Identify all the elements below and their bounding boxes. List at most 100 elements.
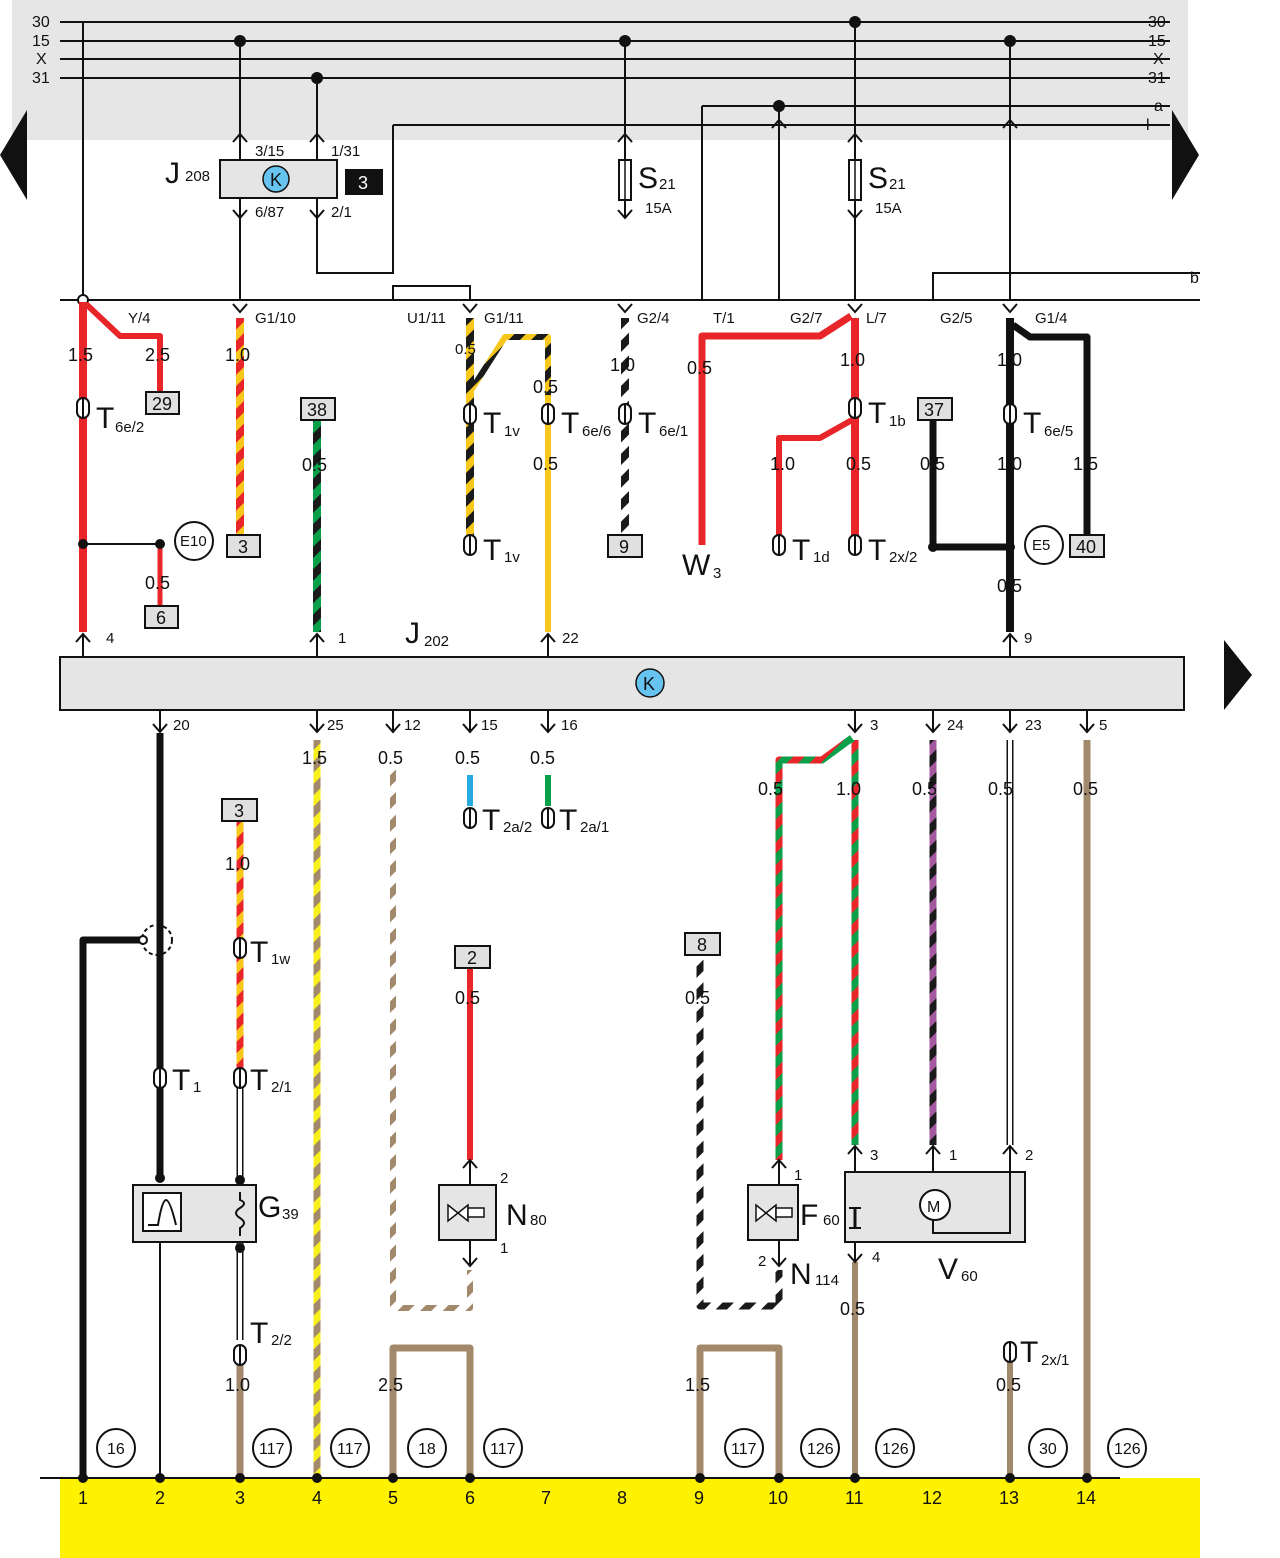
gauge-label: 0.5 (997, 576, 1022, 596)
f60-name: F (800, 1199, 818, 1232)
w3-sub: 3 (713, 565, 721, 582)
conn-sub: 2a/1 (580, 819, 609, 836)
relay-coil-icon (262, 165, 290, 193)
lower-ref-boxes: 3 2 8 (221, 798, 721, 969)
j202-pin-label: 12 (404, 717, 421, 734)
conn-name: T (792, 534, 810, 567)
bus-label-30-left: 30 (32, 14, 50, 31)
upper-ref-boxes: 29 38 37 3 6 9 40 (144, 391, 1105, 629)
j208-pin-2-1: 2/1 (331, 204, 352, 221)
position-label: 13 (999, 1488, 1019, 1508)
ref-box-label: 37 (924, 400, 944, 420)
harness-u1-11: U1/11 (407, 310, 446, 327)
bus-label-x-right: X (1153, 51, 1164, 68)
f60-pin-label: 2 (758, 1253, 766, 1270)
ground-ref-label: 126 (807, 1441, 834, 1458)
conn-name: T (868, 534, 886, 567)
fuse-s21-a: S 21 15A (617, 35, 676, 220)
power-bus-band: 30 15 X 31 30 15 X 31 a l (12, 0, 1188, 140)
conn-name: T (172, 1064, 190, 1097)
gauge-label: 0.5 (533, 377, 558, 397)
j202-pin-label: 3 (870, 717, 878, 734)
gauge-label: 0.5 (302, 455, 327, 475)
harness-g1-4: G1/4 (1035, 310, 1068, 327)
harness-g2-5: G2/5 (940, 310, 973, 327)
ground-ref-label: 117 (337, 1441, 363, 1458)
ground-ref-label: 30 (1039, 1441, 1057, 1458)
position-numbers: 1 2 3 4 5 6 7 8 9 10 11 12 13 14 (78, 1488, 1096, 1508)
gauge-label: 1.0 (225, 345, 250, 365)
s21-b-rating: 15A (875, 200, 902, 217)
gauge-label: 0.5 (996, 1375, 1021, 1395)
j202-pin-label: 24 (947, 717, 964, 734)
switch-e10: E10 (174, 521, 214, 561)
ground-w3: W 3 (682, 549, 721, 582)
conn-name: T (96, 402, 114, 435)
ground-ref-label: 126 (1114, 1441, 1141, 1458)
ref-box-label: 6 (156, 608, 166, 628)
gauge-label: 0.5 (920, 454, 945, 474)
arrow-right-icon[interactable] (1224, 640, 1252, 710)
solenoid-valve-icon (755, 1203, 777, 1223)
gauge-label: 0.5 (455, 748, 480, 768)
v60-name: V (938, 1253, 958, 1286)
bus-label-x-left: X (36, 51, 47, 68)
conn-sub: 1 (193, 1079, 201, 1096)
j202-pin-label: 16 (561, 717, 578, 734)
f60-pin-label: 1 (794, 1167, 802, 1184)
ref-box-label: 3 (234, 801, 244, 821)
j202-pin-label: 4 (106, 630, 114, 647)
motor-icon (919, 1189, 951, 1221)
relay-j208: K 3 J 208 3/15 1/31 6/87 2/1 (165, 35, 394, 300)
bus-label-15-left: 15 (32, 33, 50, 50)
arrow-left-icon[interactable] (0, 110, 27, 200)
gauge-label: 0.5 (533, 454, 558, 474)
arrow-right-icon[interactable] (1172, 110, 1199, 200)
j202-name: J (405, 617, 420, 650)
j202-pin-label: 1 (338, 630, 346, 647)
gauge-label: 0.5 (758, 779, 783, 799)
bus-label-15-right: 15 (1148, 33, 1166, 50)
gauge-label: 0.5 (455, 988, 480, 1008)
gauge-label: 0.5 (912, 779, 937, 799)
ground-ref-label: 117 (259, 1441, 285, 1458)
conn-sub: 6e/6 (582, 423, 611, 440)
harness-l7: L/7 (866, 310, 887, 327)
sensor-g39: G 39 (132, 1173, 299, 1253)
conn-sub: 6e/2 (115, 419, 144, 436)
ground-ref-label: 18 (418, 1441, 436, 1458)
position-label: 12 (922, 1488, 942, 1508)
ref-box-label: 40 (1076, 537, 1096, 557)
conn-name: T (1020, 1336, 1038, 1369)
conn-name: T (250, 1064, 268, 1097)
valve-n114: F 60 N 114 1 2 (747, 1158, 840, 1291)
lambda-sensor-icon (148, 1198, 177, 1226)
ref-box-label: 3 (238, 537, 248, 557)
n114-name: N (790, 1258, 812, 1291)
v60-pin-label: 4 (872, 1249, 880, 1266)
position-label: 10 (768, 1488, 788, 1508)
ref-box-3-black-label: 3 (358, 173, 368, 193)
bus-band-background (12, 0, 1188, 140)
j208-name: J (165, 157, 180, 190)
fuse-s21-b: S 21 15A (847, 16, 906, 300)
ref-box-3-black (345, 169, 383, 195)
bus-label-b: b (1190, 270, 1199, 287)
gauge-label: 1.0 (770, 454, 795, 474)
motor-v60: M V 60 1 2 3 4 (844, 1144, 1033, 1286)
gauge-label: 1.5 (1073, 454, 1098, 474)
n114-sub: 114 (815, 1272, 839, 1289)
conn-name: T (1023, 407, 1041, 440)
gauge-label: 0.5 (687, 358, 712, 378)
harness-t1: T/1 (713, 310, 735, 327)
position-label: 3 (235, 1488, 245, 1508)
control-unit-icon (635, 668, 665, 698)
bus-label-31-right: 31 (1148, 70, 1166, 87)
gauge-label: 0.5 (378, 748, 403, 768)
j202-pin-label: 9 (1024, 630, 1032, 647)
j208-pin-6-87: 6/87 (255, 204, 284, 221)
conn-sub: 1v (504, 423, 520, 440)
ref-box-label: 8 (697, 935, 707, 955)
j202-sub: 202 (424, 633, 449, 650)
gauge-label: 0.5 (530, 748, 555, 768)
